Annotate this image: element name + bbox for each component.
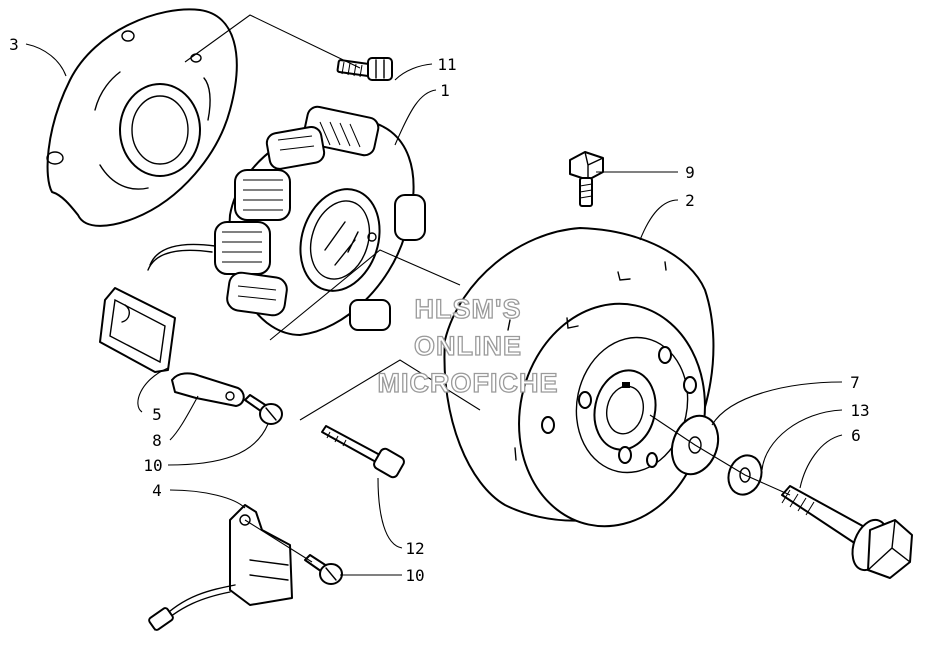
callout-13: 13 — [850, 401, 869, 420]
assembly-guide-lines — [184, 14, 791, 563]
callout-2: 2 — [685, 191, 695, 210]
callout-10-upper: 10 — [143, 456, 162, 475]
callout-5: 5 — [152, 405, 162, 424]
watermark-line-3: MICROFICHE — [378, 368, 559, 398]
callout-leaders — [25, 43, 843, 576]
callout-3: 3 — [9, 35, 19, 54]
callout-11: 11 — [437, 55, 456, 74]
watermark: HLSM'S ONLINE MICROFICHE — [377, 293, 559, 398]
callout-4: 4 — [152, 481, 162, 500]
callout-10-lower: 10 — [405, 566, 424, 585]
hex-bolt-part-9 — [569, 151, 604, 207]
watermark-line-2: ONLINE — [414, 331, 522, 361]
watermark-line-1: HLSM'S — [415, 294, 522, 324]
flange-bolt-part-6 — [781, 485, 913, 579]
stator-plate-part-3 — [46, 8, 238, 227]
clamp-part-8 — [171, 372, 245, 407]
long-screw-part-12 — [321, 425, 405, 479]
callout-9: 9 — [685, 163, 695, 182]
screw-part-10-lower — [304, 554, 343, 585]
callout-6: 6 — [851, 426, 861, 445]
callout-labels: 3 11 1 9 2 7 5 13 6 8 10 4 12 10 — [9, 35, 869, 585]
callout-8: 8 — [152, 431, 162, 450]
callout-7: 7 — [850, 373, 860, 392]
screw-part-10-upper — [244, 394, 283, 425]
stator-coil-part-1 — [147, 105, 426, 336]
callout-1: 1 — [440, 81, 450, 100]
pad-part-5 — [99, 287, 176, 373]
screw-part-11 — [336, 57, 393, 81]
flywheel-part-2 — [443, 227, 715, 528]
pickup-coil-part-4 — [148, 504, 293, 631]
callout-12: 12 — [405, 539, 424, 558]
